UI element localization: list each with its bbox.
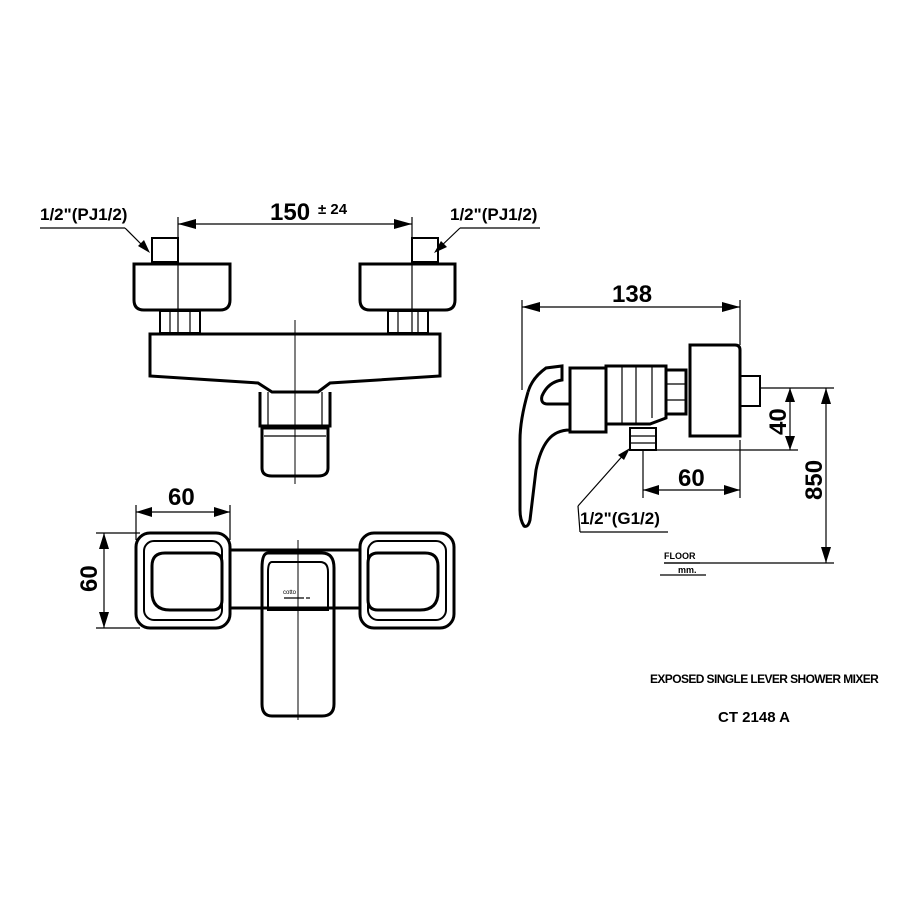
side-outlet-dimension: 60: [678, 465, 705, 492]
floor-label: FLOOR: [664, 551, 696, 561]
product-name: EXPOSED SINGLE LEVER SHOWER MIXER: [650, 672, 879, 686]
left-inlet-label: 1/2"(PJ1/2): [40, 205, 127, 224]
top-view: 60 60 cotto: [76, 484, 456, 720]
top-depth-dimension: 60: [76, 565, 103, 592]
front-width-tolerance: ± 24: [318, 201, 348, 218]
title-block: EXPOSED SINGLE LEVER SHOWER MIXER CT 214…: [650, 672, 880, 726]
side-small-height-dimension: 40: [765, 408, 792, 435]
outlet-label: 1/2"(G1/2): [580, 509, 660, 528]
side-depth-dimension: 138: [612, 281, 652, 308]
right-inlet-label: 1/2"(PJ1/2): [450, 205, 537, 224]
model-number: CT 2148 A: [718, 709, 790, 726]
side-view: 138 60 40: [518, 281, 834, 576]
front-view: 150 ± 24 1/2"(PJ1/2) 1/2"(PJ1/2): [40, 199, 540, 484]
unit-label: mm.: [678, 565, 697, 575]
side-height-dimension: 850: [801, 460, 828, 500]
cotto-logo: cotto: [283, 590, 297, 596]
front-width-dimension: 150: [270, 199, 310, 226]
top-width-dimension: 60: [168, 484, 195, 511]
